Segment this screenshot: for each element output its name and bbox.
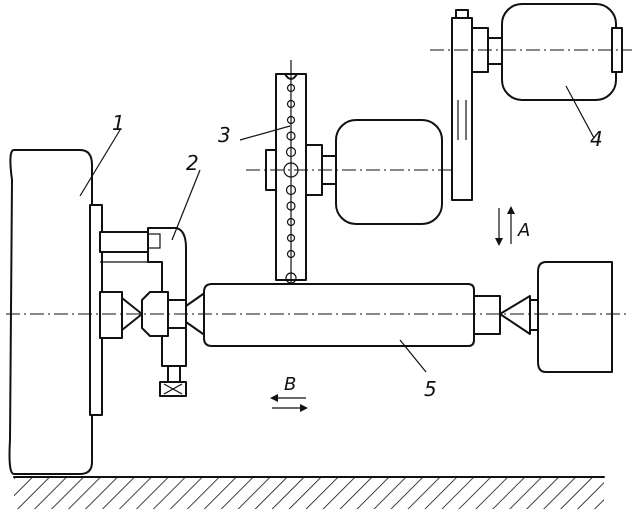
- label-workpiece: 5: [424, 377, 437, 401]
- leader-lines: [79, 85, 595, 373]
- headstock: [8, 149, 150, 475]
- label-headstock: 1: [112, 111, 125, 135]
- label-drive-motor: 4: [590, 127, 603, 151]
- tailstock: [529, 261, 613, 373]
- gear-wheel: [246, 60, 462, 292]
- label-direction-b: B: [284, 374, 296, 395]
- drive-motor: [430, 3, 632, 201]
- floor: [13, 476, 605, 509]
- direction-a-arrows: [495, 206, 515, 246]
- label-gear-wheel: 3: [218, 123, 231, 147]
- workpiece: [141, 283, 531, 347]
- label-direction-a: A: [517, 220, 530, 241]
- label-tool-holder: 2: [186, 151, 199, 175]
- direction-b-arrows: [270, 394, 308, 412]
